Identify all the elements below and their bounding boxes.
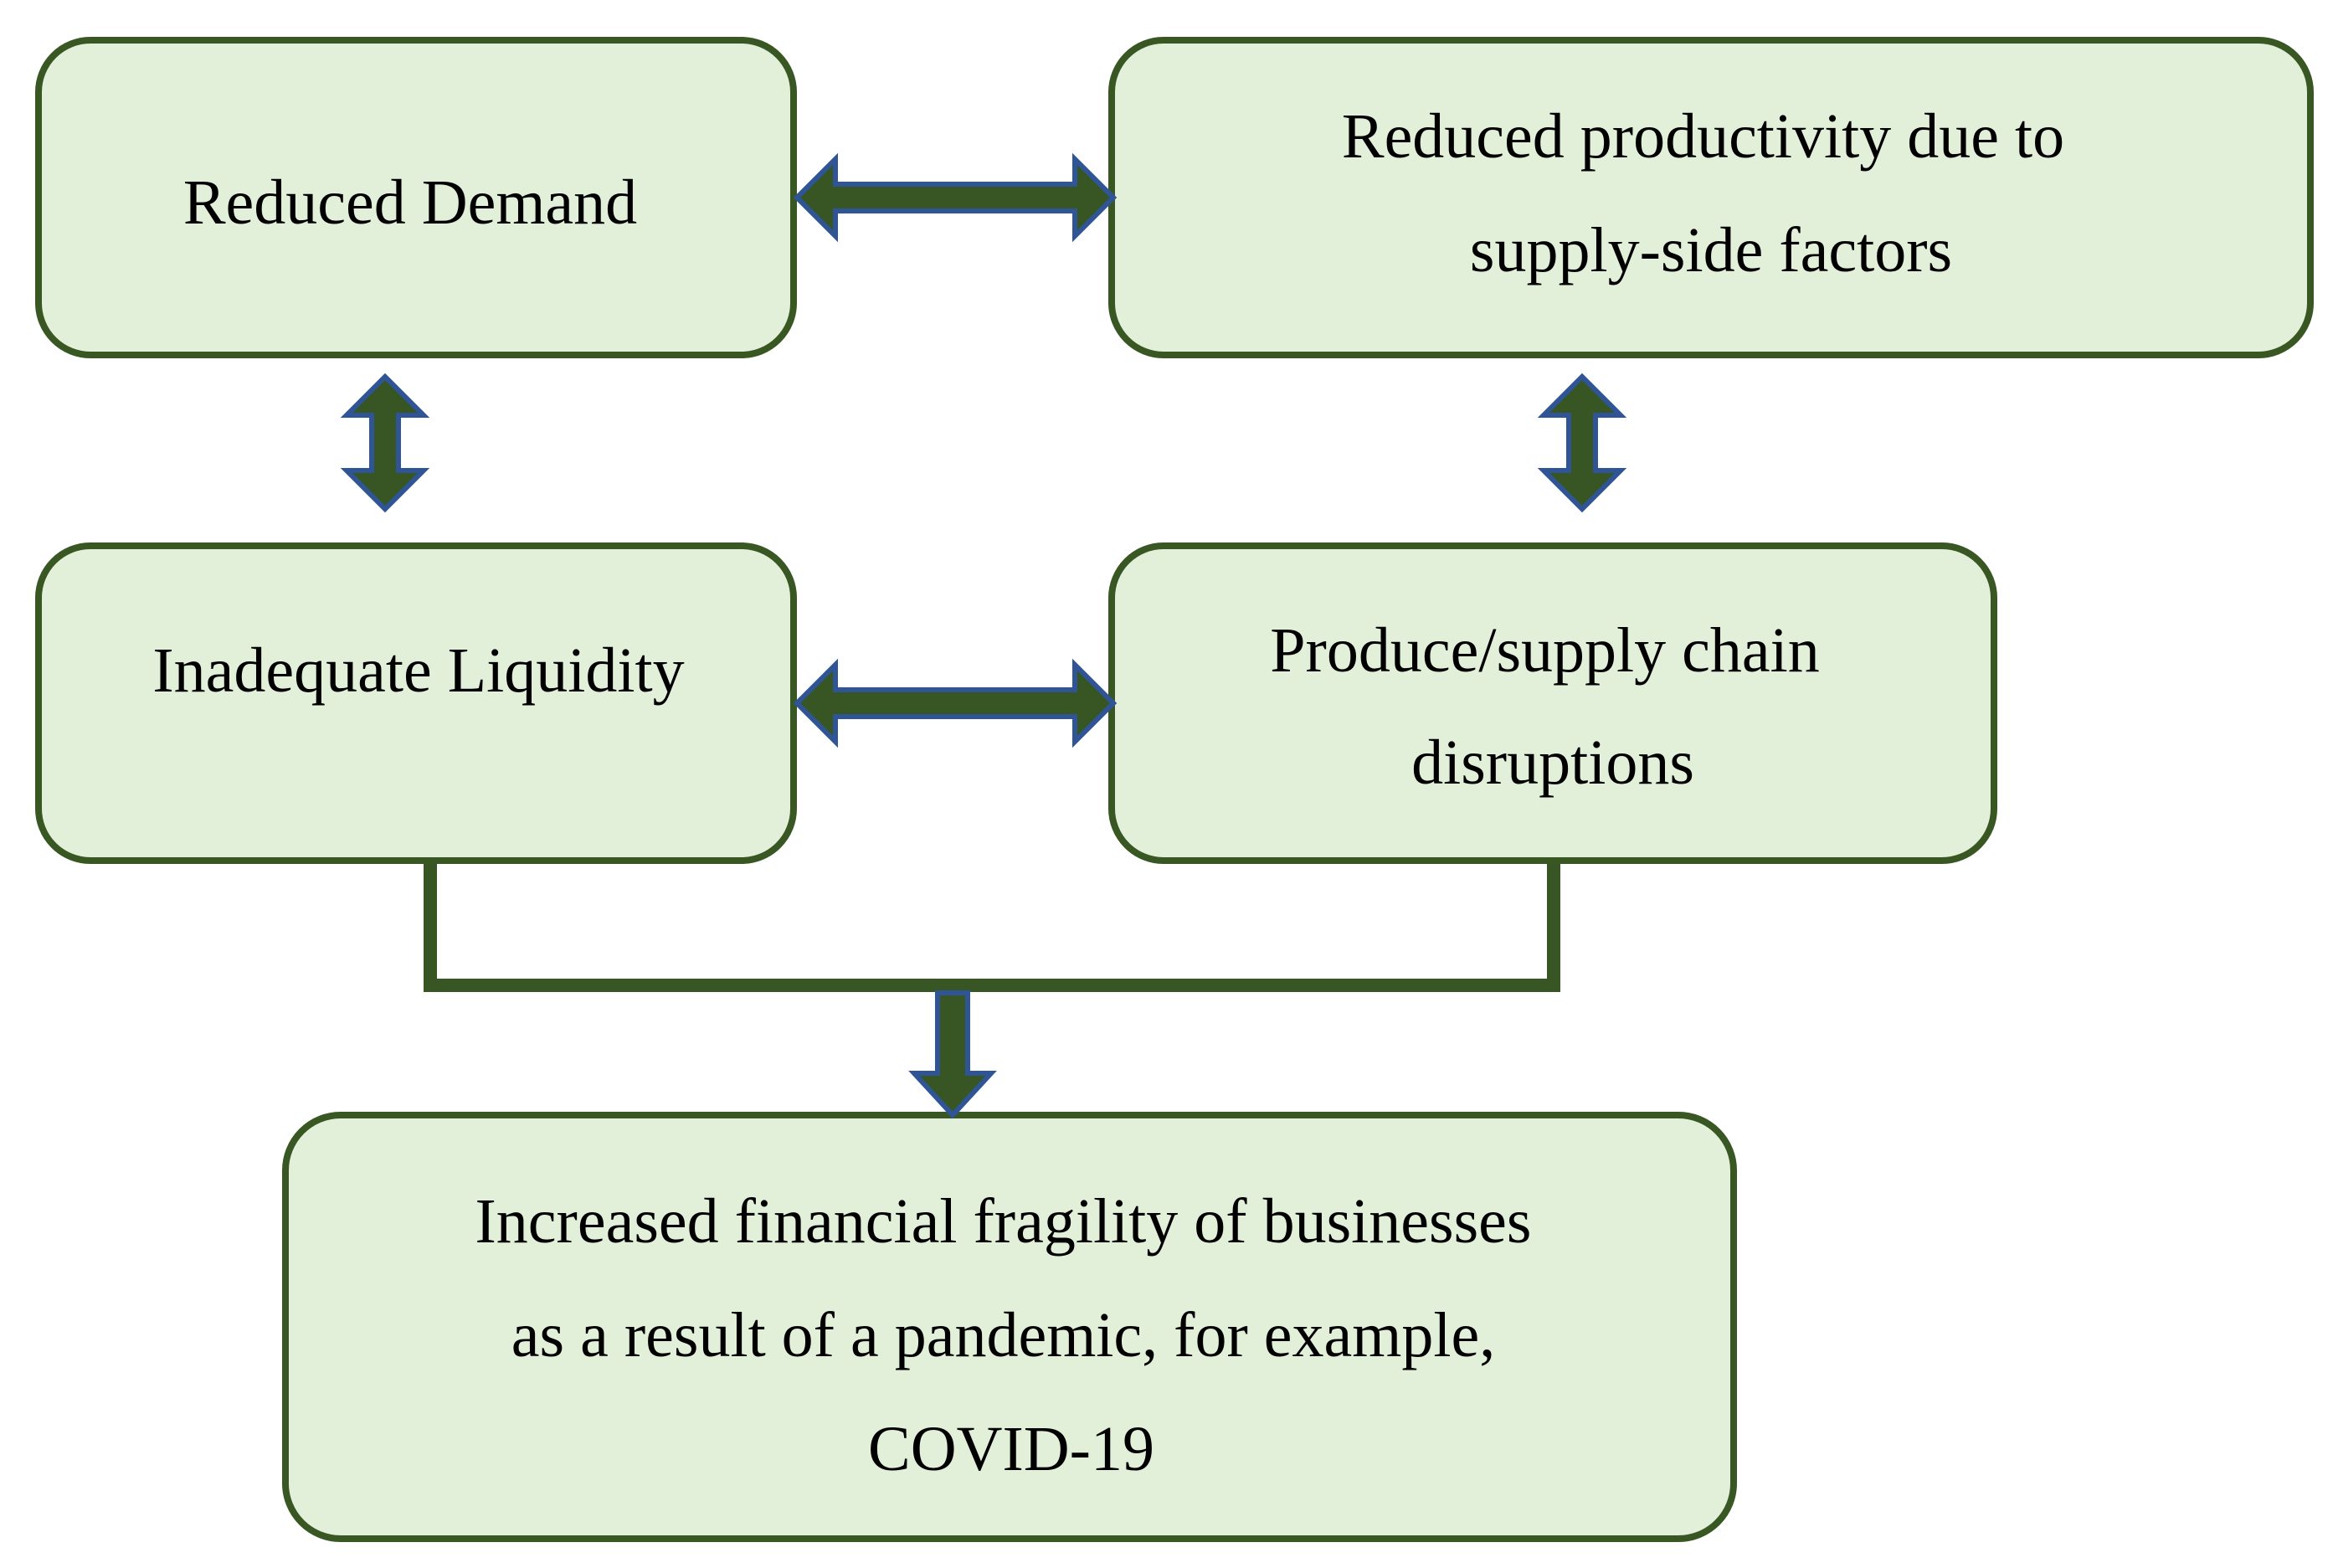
- node-line: as a result of a pandemic, for example,: [511, 1300, 1495, 1370]
- node-line: supply-side factors: [1470, 215, 1952, 285]
- node-financial-fragility-label: Increased financial fragility of busines…: [475, 1186, 1548, 1484]
- node-inadequate-liquidity: Inadequate Liquidity: [35, 542, 797, 864]
- node-inadequate-liquidity-label: Inadequate Liquidity: [152, 635, 684, 706]
- node-supply-chain-disruptions-box: [1108, 542, 1997, 864]
- node-line: Inadequate Liquidity: [152, 635, 684, 706]
- edge-demand-liquidity-double-arrow: [340, 373, 430, 513]
- node-reduced-productivity: Reduced productivity due to supply-side …: [1108, 37, 2314, 358]
- edge-demand-productivity-double-arrow: [793, 152, 1118, 243]
- edge-merge-to-fragility-arrow: [908, 990, 997, 1119]
- merge-connector-line: [424, 859, 1560, 992]
- node-reduced-demand-label: Reduced Demand: [183, 167, 637, 238]
- node-line: Increased financial fragility of busines…: [475, 1186, 1532, 1257]
- node-reduced-productivity-box: [1108, 37, 2314, 358]
- node-reduced-demand: Reduced Demand: [35, 37, 797, 358]
- node-line: COVID-19: [868, 1414, 1154, 1484]
- node-supply-chain-disruptions: Produce/supply chain disruptions: [1108, 542, 1997, 864]
- node-financial-fragility-box: [282, 1112, 1737, 1542]
- node-line: Reduced productivity due to: [1342, 101, 2064, 172]
- node-supply-chain-disruptions-label: Produce/supply chain disruptions: [1270, 615, 1835, 798]
- node-reduced-productivity-label: Reduced productivity due to supply-side …: [1342, 101, 2080, 285]
- edge-liquidity-supply-double-arrow: [793, 658, 1118, 748]
- node-financial-fragility: Increased financial fragility of busines…: [282, 1112, 1737, 1542]
- node-line: disruptions: [1411, 727, 1694, 798]
- node-line: Reduced Demand: [183, 167, 637, 238]
- edge-productivity-supply-double-arrow: [1537, 373, 1627, 513]
- node-line: Produce/supply chain: [1270, 615, 1819, 686]
